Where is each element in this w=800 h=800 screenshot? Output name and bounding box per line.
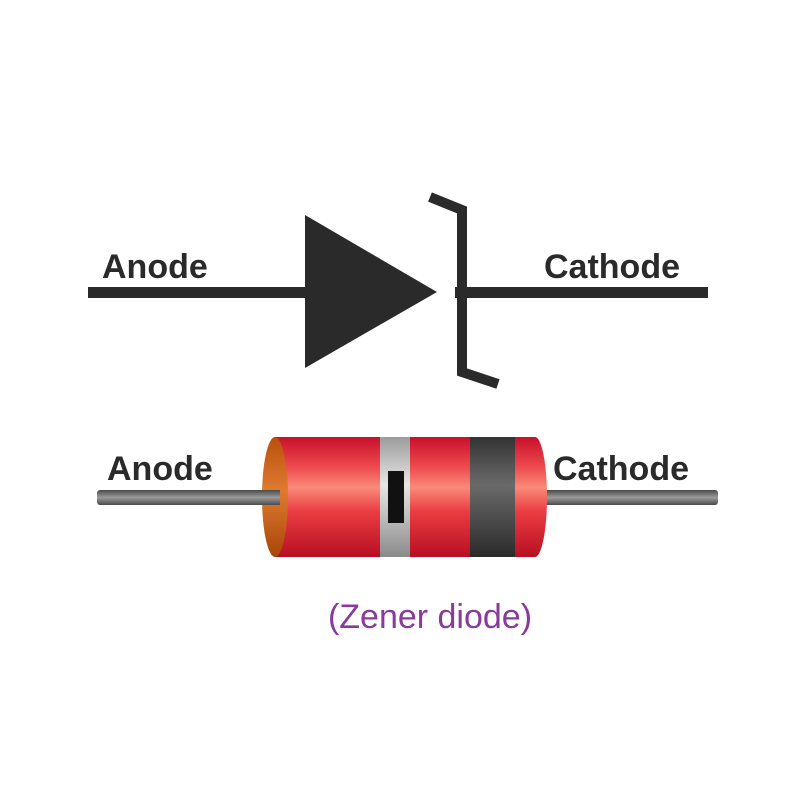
symbol-wire-left bbox=[88, 287, 308, 298]
lead-left bbox=[97, 490, 277, 505]
component-caption: (Zener diode) bbox=[328, 598, 532, 636]
diode-triangle bbox=[305, 215, 437, 368]
component-cathode-label: Cathode bbox=[553, 450, 689, 488]
lead-right bbox=[540, 490, 718, 505]
zener-component: Anode Cathode (Zener diode) bbox=[97, 437, 718, 636]
component-anode-label: Anode bbox=[107, 450, 213, 488]
body-right-end bbox=[523, 437, 547, 557]
lead-left-stub bbox=[262, 490, 280, 505]
zener-symbol: Anode Cathode bbox=[88, 192, 708, 389]
cathode-band bbox=[470, 437, 515, 557]
symbol-wire-right bbox=[455, 287, 708, 298]
symbol-cathode-label: Cathode bbox=[544, 248, 680, 286]
zener-cathode-bar bbox=[428, 192, 500, 389]
black-band bbox=[388, 471, 404, 523]
symbol-anode-label: Anode bbox=[102, 248, 208, 286]
